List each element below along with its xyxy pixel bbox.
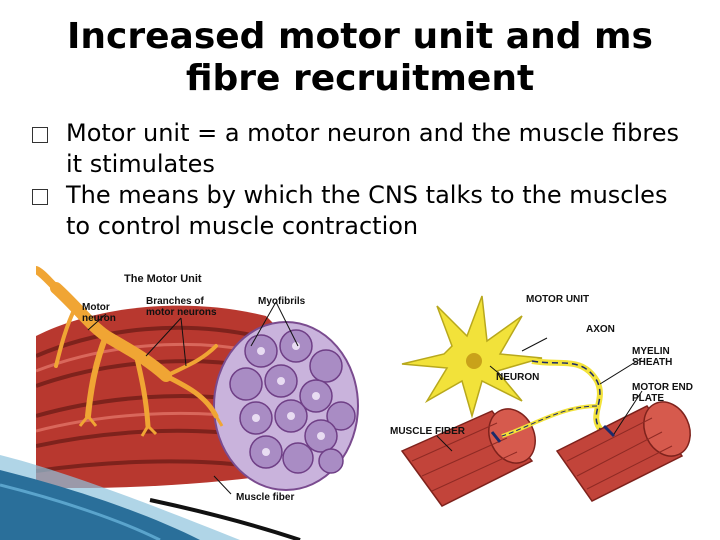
bullet-text: The means by which the CNS talks to the … [66,181,668,240]
bullet-text: Motor unit = a motor neuron and the musc… [66,119,679,178]
label-axon: AXON [586,324,615,335]
bullet-item: The means by which the CNS talks to the … [30,180,690,242]
bullet-item: Motor unit = a motor neuron and the musc… [30,118,690,180]
bullet-box-icon [32,189,48,205]
muscle-fiber-shape-right [555,401,691,502]
label-myofibrils: Myofibrils [258,296,306,307]
figure-left-title: The Motor Unit [124,273,202,285]
slide-title: Increased motor unit and ms fibre recrui… [67,16,653,99]
label-neuron: NEURON [496,372,539,383]
muscle-fiber-shape-left [400,408,536,507]
bullet-list: Motor unit = a motor neuron and the musc… [30,118,690,242]
figure-right-title: MOTOR UNIT [526,294,589,305]
label-muscle-fiber-right: MUSCLE FIBER [390,426,466,437]
bullet-box-icon [32,127,48,143]
label-muscle-fiber-left: Muscle fiber [236,492,294,503]
